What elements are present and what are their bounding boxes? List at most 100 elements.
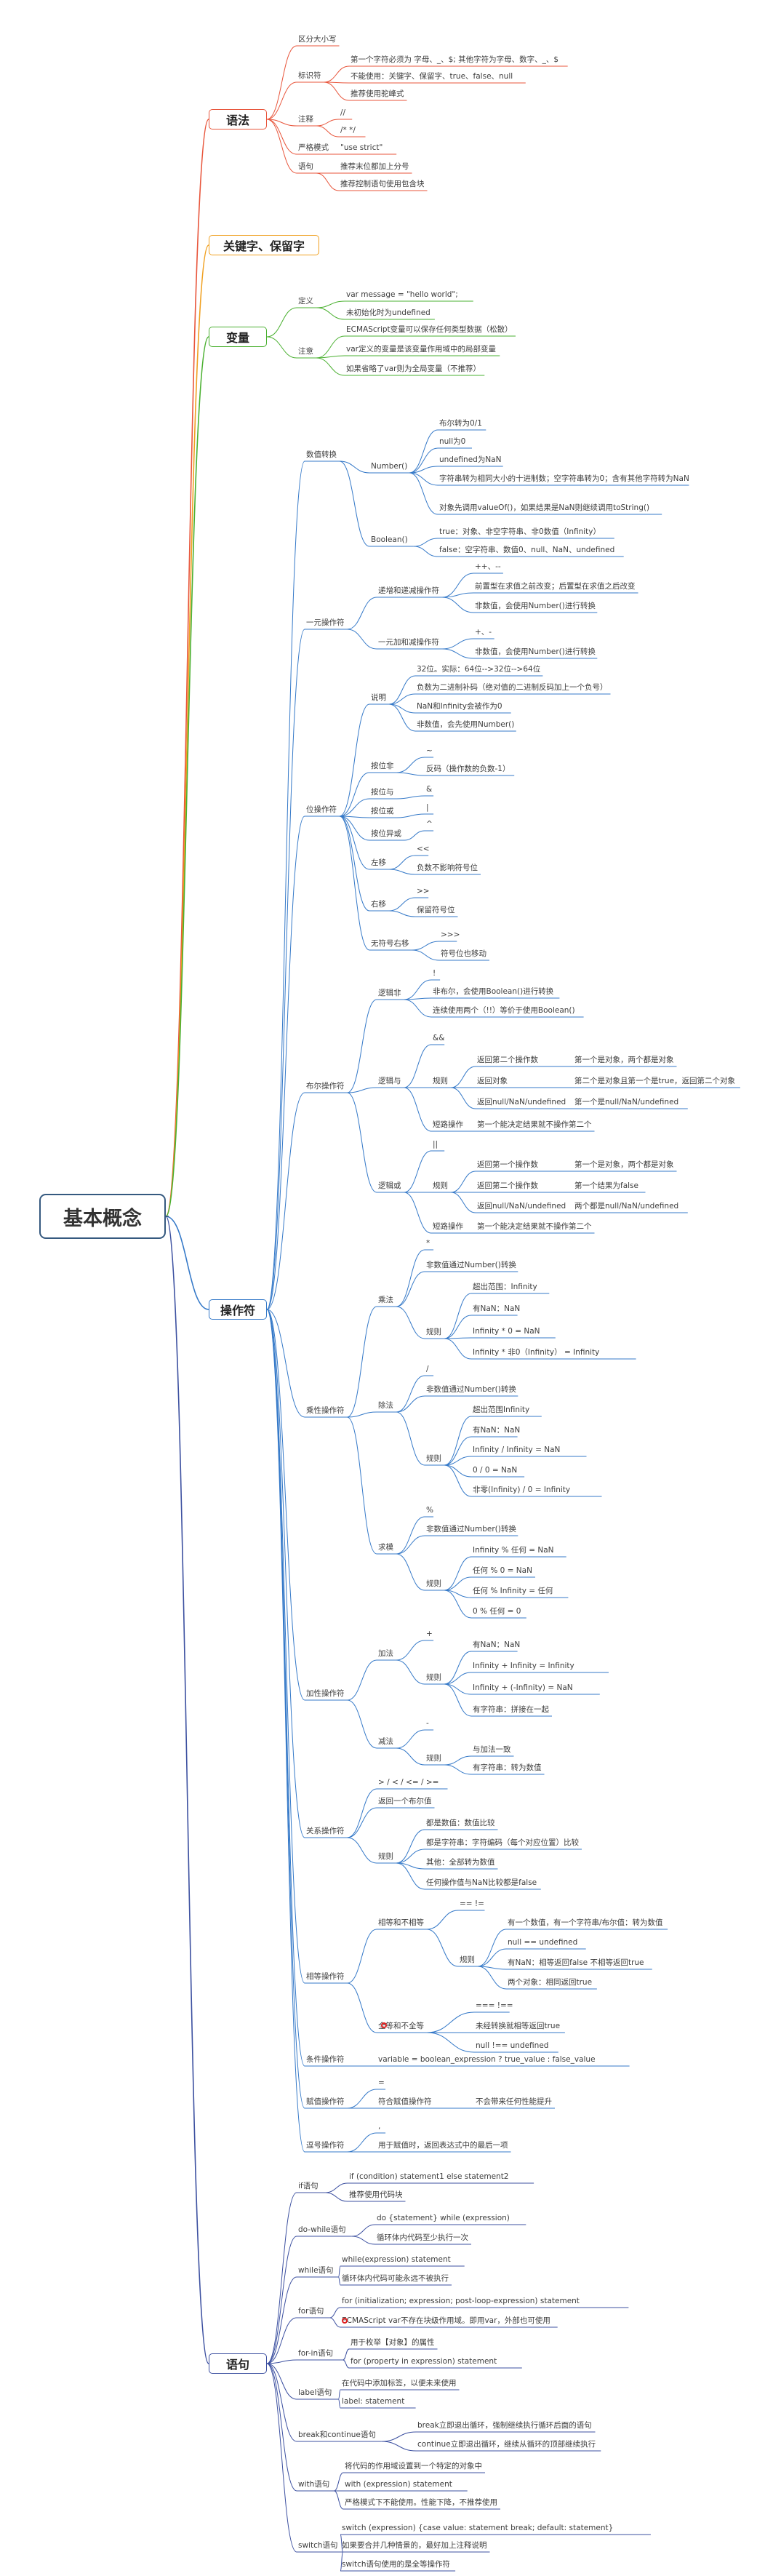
add-rule-1[interactable]: Infinity + Infinity = Infinity [473, 1662, 574, 1670]
mul-rule-1[interactable]: 任何 % 0 = NaN [473, 1566, 532, 1575]
relational-2[interactable]: 规则 [378, 1852, 393, 1861]
relational-1[interactable]: 返回一个布尔值 [378, 1797, 432, 1806]
topic-grammar[interactable]: 语法 [209, 109, 267, 129]
bitwise-xor-0[interactable]: ^ [426, 820, 433, 829]
do-while-detail-0[interactable]: do {statement} while (expression) [377, 2214, 510, 2222]
root-node[interactable]: 基本概念 [39, 1194, 166, 1239]
strict-mode-value-0[interactable]: "use strict" [340, 143, 383, 152]
conversion-1[interactable]: Boolean() [371, 535, 408, 544]
with-detail-2[interactable]: 严格模式下不能使用。性能下降，不推荐使用 [345, 2498, 497, 2507]
grammar-item-0[interactable]: 区分大小写 [298, 35, 337, 44]
for-in-detail-0[interactable]: 用于枚举【对象】的属性 [351, 2338, 435, 2347]
strict-part-0[interactable]: === !== [476, 2001, 513, 2010]
switch-detail-2[interactable]: switch语句使用的是全等操作符 [342, 2560, 451, 2569]
bitwise-or-0[interactable]: | [426, 803, 429, 812]
if-detail-1[interactable]: 推荐使用代码块 [349, 2190, 403, 2199]
operator-group-8[interactable]: 条件操作符 [306, 2055, 345, 2064]
statement-8[interactable]: switch语句 [298, 2541, 338, 2550]
operator-group-10[interactable]: 逗号操作符 [306, 2141, 345, 2150]
relational-rule-0[interactable]: 都是数值：数值比较 [426, 1819, 495, 1827]
variable-item-1[interactable]: 注意 [298, 347, 313, 356]
assignment-note-0[interactable]: 不会带来任何性能提升 [476, 2097, 552, 2106]
statement-6[interactable]: break和continue语句 [298, 2431, 376, 2439]
additive-1[interactable]: 减法 [378, 1737, 393, 1746]
mul-rule-0[interactable]: 超出范围：Infinity [473, 1283, 537, 1291]
mul-rule-3[interactable]: 0 % 任何 = 0 [473, 1607, 521, 1616]
equality-1[interactable]: 全等和不全等 [378, 2022, 424, 2030]
operator-group-9[interactable]: 赋值操作符 [306, 2097, 345, 2106]
operator-group-7[interactable]: 相等操作符 [306, 1972, 345, 1981]
logical-1[interactable]: 逻辑与 [378, 1077, 401, 1085]
bitwise-7[interactable]: 无符号右移 [371, 939, 409, 948]
operator-symbol[interactable]: && [433, 1034, 445, 1042]
add-rule-3[interactable]: 有字符串：拼接在一起 [473, 1705, 549, 1714]
multiplicative-2[interactable]: 求模 [378, 1543, 393, 1552]
bitwise-0[interactable]: 说明 [371, 693, 386, 702]
conversion-0[interactable]: Number() [371, 462, 408, 471]
comment-form-0[interactable]: // [340, 108, 346, 117]
variable-note-0[interactable]: ECMAScript变量可以保存任何类型数据（松散） [346, 325, 513, 334]
mul-part-2[interactable]: 规则 [426, 1454, 441, 1463]
if-detail-0[interactable]: if (condition) statement1 else statement… [349, 2172, 509, 2181]
mul-rule-1[interactable]: 有NaN：NaN [473, 1426, 521, 1435]
incdec-rule-0[interactable]: ++、-- [475, 562, 501, 571]
rule-result[interactable]: 返回第二个操作数 [477, 1056, 538, 1064]
rule-condition[interactable]: 第一个是null/NaN/undefined [574, 1098, 679, 1106]
add-rule-2[interactable]: Infinity + (-Infinity) = NaN [473, 1683, 573, 1692]
number-rule-3[interactable]: 字符串转为相同大小的十进制数；空字符串转为0；含有其他字符转为NaN [439, 474, 689, 483]
rule-condition[interactable]: 第一个是对象，两个都是对象 [574, 1056, 674, 1064]
assignment-1[interactable]: 符合赋值操作符 [378, 2097, 432, 2106]
equal-rule-2[interactable]: 有NaN：相等返回false 不相等返回true [508, 1958, 644, 1967]
number-rule-0[interactable]: 布尔转为0/1 [439, 419, 482, 428]
for-detail-0[interactable]: for (initialization; expression; post-lo… [342, 2297, 580, 2305]
while-detail-1[interactable]: 循环体内代码可能永远不被执行 [342, 2274, 449, 2283]
operator-group-2[interactable]: 位操作符 [306, 805, 337, 814]
unary-0[interactable]: 递增和递减操作符 [378, 586, 439, 595]
rule-result[interactable]: 返回null/NaN/undefined [477, 1202, 566, 1211]
comma-0[interactable]: , [378, 2122, 381, 2131]
relational-rule-2[interactable]: 其他：全部转为数值 [426, 1858, 495, 1867]
do-while-detail-1[interactable]: 循环体内代码至少执行一次 [377, 2233, 468, 2242]
comment-form-1[interactable]: /* */ [340, 126, 356, 135]
topic-statements[interactable]: 语句 [209, 2353, 267, 2374]
multiplicative-1[interactable]: 除法 [378, 1401, 393, 1410]
mul-rule-4[interactable]: 非零(Infinity) / 0 = Infinity [473, 1486, 571, 1494]
boolean-rule-1[interactable]: false：空字符串、数值0、null、NaN、undefined [439, 546, 615, 554]
bitwise-note-0[interactable]: 32位。实际：64位-->32位-->64位 [417, 665, 541, 674]
logical-not-1[interactable]: 非布尔，会使用Boolean()进行转换 [433, 987, 554, 996]
operator-symbol[interactable]: || [433, 1140, 438, 1149]
plusminus-rule-1[interactable]: 非数值，会使用Number()进行转换 [475, 647, 596, 656]
mul-part-2[interactable]: 规则 [426, 1328, 441, 1336]
mul-rule-3[interactable]: Infinity * 非0（Infinity） = Infinity [473, 1348, 600, 1357]
rule-condition[interactable]: 第一个是对象，两个都是对象 [574, 1160, 674, 1169]
equal-part-0[interactable]: == != [460, 1899, 484, 1908]
rule-condition[interactable]: 第一个结果为false [574, 1181, 638, 1190]
label-detail-0[interactable]: 在代码中添加标签，以便未来使用 [342, 2379, 457, 2388]
rule-result[interactable]: 返回null/NaN/undefined [477, 1098, 566, 1106]
bitwise-3[interactable]: 按位或 [371, 807, 394, 816]
with-detail-1[interactable]: with (expression) statement [345, 2480, 452, 2489]
bitwise-not-1[interactable]: 反码（操作数的负数-1） [426, 765, 510, 773]
bitwise-1[interactable]: 按位非 [371, 762, 394, 770]
strict-part-2[interactable]: null !== undefined [476, 2041, 549, 2050]
bitwise-2[interactable]: 按位与 [371, 788, 394, 797]
mul-rule-2[interactable]: Infinity * 0 = NaN [473, 1327, 540, 1336]
add-part-0[interactable]: + [426, 1630, 433, 1638]
boolean-rule-0[interactable]: true：对象、非空字符串、非0数值（Infinity） [439, 527, 601, 536]
break-continue-detail-0[interactable]: break立即退出循环，强制继续执行循环后面的语句 [417, 2421, 592, 2430]
statement-4[interactable]: for-in语句 [298, 2349, 334, 2358]
identifier-rule-0[interactable]: 第一个字符必须为 字母、_、$; 其他字符为字母、数字、_、$ [351, 55, 559, 64]
statement-1[interactable]: do-while语句 [298, 2225, 346, 2234]
add-part-1[interactable]: 规则 [426, 1673, 441, 1682]
bitwise-4[interactable]: 按位异或 [371, 829, 401, 838]
for-in-detail-1[interactable]: for (property in expression) statement [351, 2357, 497, 2366]
short-circuit-desc[interactable]: 第一个能决定结果就不操作第二个 [477, 1222, 592, 1231]
mul-rule-0[interactable]: Infinity % 任何 = NaN [473, 1546, 554, 1555]
unsigned-shift-1[interactable]: 符号位也移动 [441, 949, 486, 958]
statement-5[interactable]: label语句 [298, 2388, 332, 2397]
bitwise-not-0[interactable]: ~ [426, 746, 433, 755]
for-detail-1[interactable]: ECMAScript var不存在块级作用域。即用var，外部也可使用 [342, 2316, 550, 2325]
bitwise-and-0[interactable]: & [426, 785, 433, 794]
multiplicative-0[interactable]: 乘法 [378, 1296, 393, 1304]
bitwise-note-2[interactable]: NaN和Infinity会被作为0 [417, 702, 502, 711]
